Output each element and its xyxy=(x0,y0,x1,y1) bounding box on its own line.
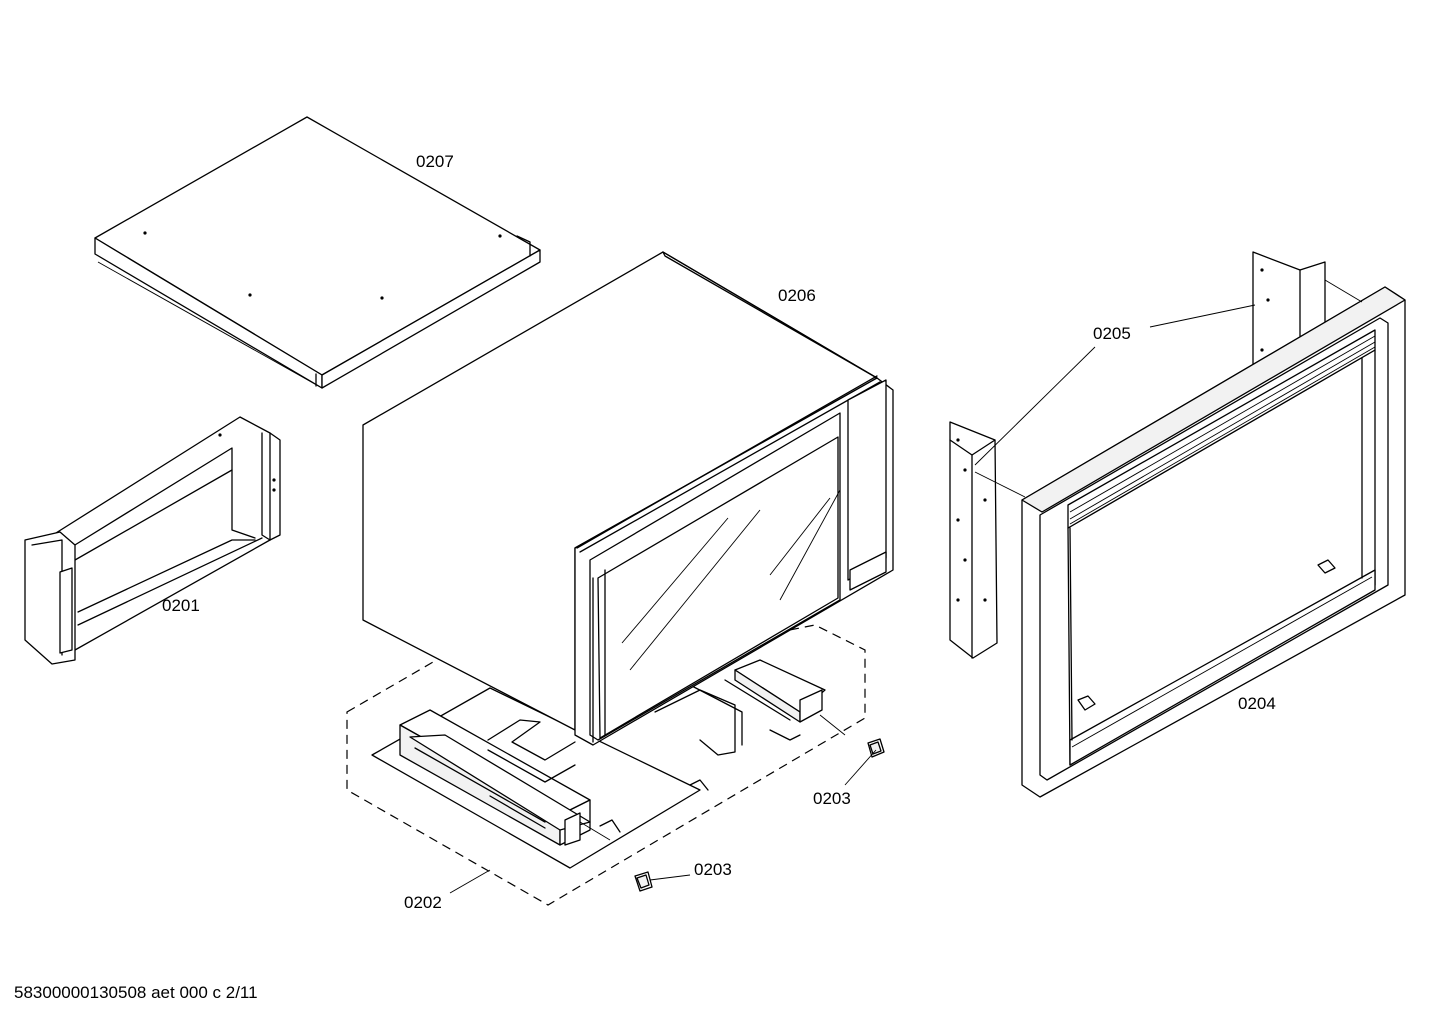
leader-lines xyxy=(449,279,1363,894)
drawing-reference-number: 58300000130508 aet 000 c 2/11 xyxy=(14,983,258,1002)
label-0201: 0201 xyxy=(162,596,200,615)
label-0207: 0207 xyxy=(416,152,454,171)
label-0204: 0204 xyxy=(1238,694,1276,713)
label-0205: 0205 xyxy=(1093,324,1131,343)
label-0203-right: 0203 xyxy=(813,789,851,808)
part-mounting-strip-left xyxy=(949,421,998,659)
label-0206: 0206 xyxy=(778,286,816,305)
part-clip-bottom xyxy=(634,871,653,892)
label-0203-bottom: 0203 xyxy=(694,860,732,879)
part-side-bracket xyxy=(24,416,281,665)
label-0202: 0202 xyxy=(404,893,442,912)
part-oven-body xyxy=(362,251,894,746)
part-base-frame xyxy=(371,659,826,869)
part-top-cover xyxy=(94,116,541,389)
part-clip-right xyxy=(867,738,885,758)
part-trim-frame xyxy=(1021,286,1406,798)
